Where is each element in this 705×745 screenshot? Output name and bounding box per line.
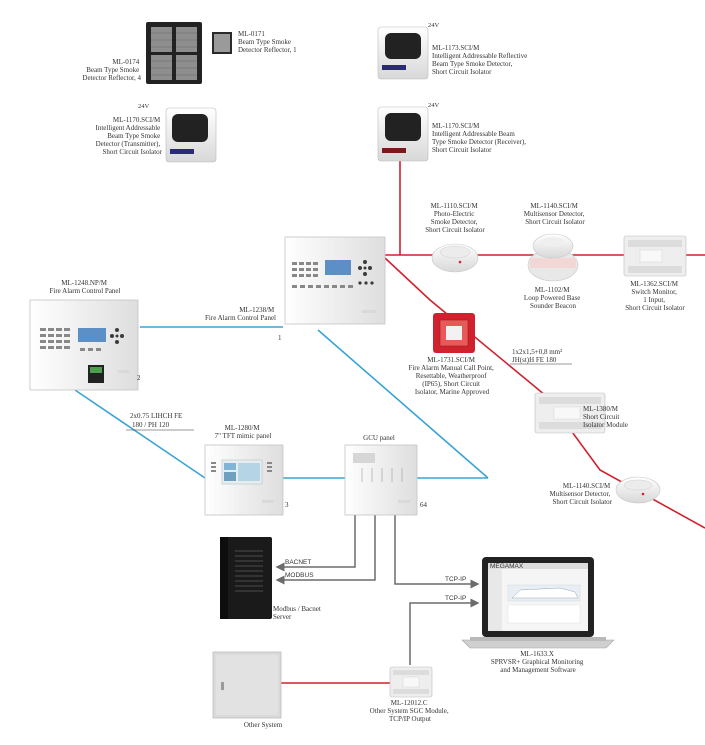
node-number-3: 3: [285, 501, 289, 509]
gcu-label: GCU panel: [363, 434, 395, 442]
tcpip-label-b: TCP-IP: [445, 595, 466, 602]
red-cable-spec: 1x2x1,5+0,8 mm² JH(st)H FE 180: [510, 348, 572, 365]
ml1362-label: ML-1362.SCI/M Switch Monitor, 1 Input, S…: [625, 280, 685, 312]
multisensor-detector-bottom: [615, 476, 661, 504]
sgc-module-ml12012: [389, 666, 433, 698]
beam-detector-transmitter: [165, 107, 217, 163]
laptop-monitoring-software: MEGAMAX: [461, 557, 615, 649]
ml1170-rx-voltage: 24V: [428, 102, 440, 109]
svg-text:2x0.75 LIHCH FE 180 / PH: 2x0.75 LIHCH FE 180 / PH 120: [130, 412, 184, 429]
mimic-panel-ml1280: [204, 444, 284, 516]
blue-cable-spec: 2x0.75 LIHCH FE 180 / PH 120: [126, 412, 194, 431]
bacnet-label: BACNET: [285, 559, 311, 566]
tcpip-label-a: TCP-IP: [445, 576, 466, 583]
ml1170-rx-label: ML-1170.SCI/M Intelligent Addressable Be…: [432, 122, 528, 154]
switch-monitor-ml1362: [623, 235, 687, 277]
ml0171-label: ML-0171 Beam Type Smoke Detector Reflect…: [238, 30, 297, 54]
ml1380-label: ML-1380/M Short Circuit Isolator Module: [583, 405, 628, 429]
node-number-64: 64: [420, 501, 428, 509]
ml1633-label: ML-1633.X SPRVSR+ Graphical Monitoring a…: [491, 650, 585, 674]
ml1170-tx-voltage: 24V: [138, 103, 150, 110]
beam-detector-reflective: [377, 26, 429, 80]
other-system-cabinet: [212, 651, 282, 719]
control-panel-ml1238: [284, 236, 386, 325]
reflector-4-device: [146, 22, 202, 84]
gray-data-lines: [275, 515, 480, 665]
ml1110-label: ML-1110.SCI/M Photo-Electric Smoke Detec…: [425, 202, 485, 234]
screen-brand: MEGAMAX: [490, 563, 524, 570]
isolator-module-ml1380: [534, 392, 606, 434]
ml1731-label: ML-1731.SCI/M Fire Alarm Manual Call Poi…: [408, 356, 495, 396]
svg-text:1x2x1,5+0,8 mm² JH(st)H: 1x2x1,5+0,8 mm² JH(st)H FE 180: [512, 348, 564, 364]
ml1102-label: ML-1102/M Loop Powered Base Sounder Beac…: [524, 286, 582, 310]
modbus-label: MODBUS: [285, 572, 314, 579]
ml1173-voltage: 24V: [428, 22, 440, 29]
modbus-server-label: Modbus / Bacnet Server: [273, 605, 323, 621]
ml1140-bottom-label: ML-1140.SCI/M Multisensor Detector, Shor…: [549, 482, 612, 506]
sounder-beacon-ml1102: [527, 233, 579, 282]
ml1173-label: ML-1173.SCI/M Intelligent Addressable Re…: [432, 44, 529, 76]
other-system-label: Other System: [244, 721, 283, 729]
ml1170-tx-label: ML-1170.SCI/M Intelligent Addressable Be…: [96, 116, 163, 156]
ml1280-label: ML-1280/M 7" TFT mimic panel: [215, 424, 272, 440]
ml0174-label: ML-0174 Beam Type Smoke Detector Reflect…: [82, 58, 141, 82]
beam-detector-receiver: [377, 106, 429, 162]
smoke-detector-ml1110: [431, 243, 479, 273]
manual-call-point-ml1731: [433, 313, 475, 353]
node-number-2: 2: [137, 374, 141, 382]
ml1140-top-label: ML-1140.SCI/M Multisensor Detector, Shor…: [524, 202, 587, 226]
node-number-1: 1: [278, 334, 282, 342]
ml12012-label: ML-12012.C Other System SGC Module, TCP/…: [370, 699, 451, 723]
ml1248-label: ML-1248.NP/M Fire Alarm Control Panel: [50, 279, 121, 295]
reflector-1-device: [212, 32, 232, 54]
gcu-panel: [344, 444, 418, 516]
control-panel-ml1248: [29, 299, 139, 391]
modbus-bacnet-server: [220, 537, 272, 619]
ml1238-label: ML-1238/M Fire Alarm Control Panel: [205, 306, 276, 322]
blue-network-lines: [74, 326, 489, 479]
